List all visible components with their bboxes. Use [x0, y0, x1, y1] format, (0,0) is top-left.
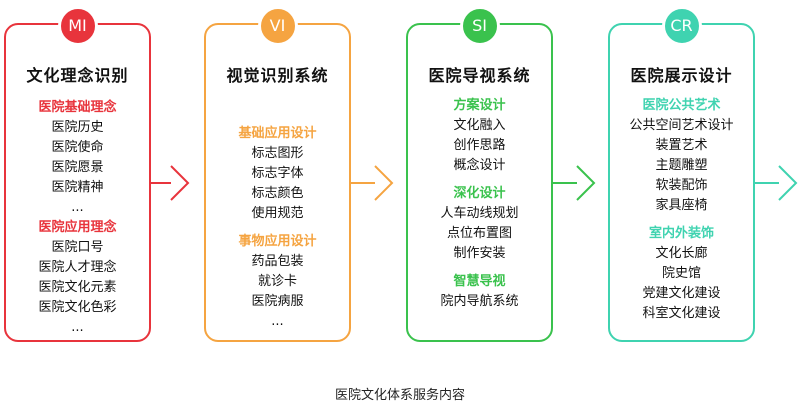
list-item: 医院愿景 [51, 160, 104, 175]
list-item: 概念设计 [453, 158, 506, 173]
group-head: 方案设计 [453, 98, 506, 113]
card-content-cr: 医院公共艺术 公共空间艺术设计 装置艺术 主题雕塑 软装配饰 家具座椅 室内外装… [610, 96, 753, 324]
spacer [408, 176, 551, 184]
list-item: 医院人才理念 [38, 260, 117, 275]
list-item: 人车动线规划 [440, 206, 519, 221]
group-head: 智慧导视 [453, 274, 506, 289]
list-item: 标志图形 [251, 146, 304, 161]
list-item: 就诊卡 [257, 274, 297, 289]
caption: 医院文化体系服务内容 [334, 388, 465, 403]
list-item: 医院口号 [51, 240, 104, 255]
card-title-vi: 视觉识别系统 [226, 66, 329, 85]
list-item: 使用规范 [251, 206, 304, 221]
list-item: 家具座椅 [655, 198, 708, 213]
list-item: 科室文化建设 [642, 306, 721, 321]
list-item: 标志字体 [251, 166, 304, 181]
group-head: 基础应用设计 [238, 126, 317, 141]
list-item: 院内导航系统 [440, 294, 519, 309]
arrow-right-icon [553, 165, 596, 201]
badge-vi: VI [257, 6, 298, 46]
badge-cr: CR [661, 6, 702, 46]
list-item: 标志颜色 [251, 186, 304, 201]
list-item: 公共空间艺术设计 [629, 118, 734, 133]
arrow-head [778, 165, 798, 201]
card-title-cr: 医院展示设计 [630, 66, 733, 85]
card-content-si: 方案设计 文化融入 创作思路 概念设计 深化设计 人车动线规划 点位布置图 制作… [408, 96, 551, 312]
card-title-si: 医院导视系统 [428, 66, 531, 85]
group-head: 医院应用理念 [38, 220, 117, 235]
card-vi: VI 视觉识别系统 基础应用设计 标志图形 标志字体 标志颜色 使用规范 事物应… [204, 6, 351, 342]
group-head: 深化设计 [453, 186, 506, 201]
card-cr: CR 医院展示设计 医院公共艺术 公共空间艺术设计 装置艺术 主题雕塑 软装配饰… [608, 6, 755, 342]
arrow-right-icon [351, 165, 394, 201]
spacer [206, 224, 349, 232]
list-item: 医院历史 [51, 120, 104, 135]
arrow-head [170, 165, 190, 201]
spacer [610, 216, 753, 224]
card-content-vi: 基础应用设计 标志图形 标志字体 标志颜色 使用规范 事物应用设计 药品包装 就… [206, 124, 349, 332]
list-item: 软装配饰 [655, 178, 708, 193]
arrow-head [576, 165, 596, 201]
badge-mi: MI [57, 6, 98, 46]
list-item: 医院精神 [51, 180, 104, 195]
list-item: 院史馆 [661, 266, 701, 281]
spacer [408, 264, 551, 272]
group-head: 医院公共艺术 [642, 98, 721, 113]
arrow-right-icon [151, 165, 190, 201]
card-content-mi: 医院基础理念 医院历史 医院使命 医院愿景 医院精神 ... 医院应用理念 医院… [6, 98, 149, 338]
badge-si: SI [459, 6, 500, 46]
list-item: 点位布置图 [446, 226, 512, 241]
list-item: 医院文化元素 [38, 280, 117, 295]
list-item: 装置艺术 [655, 138, 708, 153]
card-title-mi: 文化理念识别 [26, 66, 129, 85]
group-head: 事物应用设计 [238, 234, 317, 249]
list-item: 文化长廊 [655, 246, 708, 261]
list-item: 文化融入 [453, 118, 506, 133]
card-mi: MI 文化理念识别 医院基础理念 医院历史 医院使命 医院愿景 医院精神 ...… [4, 6, 151, 342]
list-item: ... [71, 320, 84, 335]
list-item: 党建文化建设 [642, 286, 721, 301]
list-item: 医院病服 [251, 294, 304, 309]
list-item: 医院使命 [51, 140, 104, 155]
arrow-right-icon [755, 165, 798, 201]
card-si: SI 医院导视系统 方案设计 文化融入 创作思路 概念设计 深化设计 人车动线规… [406, 6, 553, 342]
list-item: 创作思路 [453, 138, 506, 153]
arrow-head [374, 165, 394, 201]
list-item: ... [71, 200, 84, 215]
list-item: 制作安装 [453, 246, 506, 261]
list-item: ... [271, 314, 284, 329]
list-item: 主题雕塑 [655, 158, 708, 173]
list-item: 医院文化色彩 [38, 300, 117, 315]
group-head: 医院基础理念 [38, 100, 117, 115]
list-item: 药品包装 [251, 254, 304, 269]
group-head: 室内外装饰 [648, 226, 714, 241]
